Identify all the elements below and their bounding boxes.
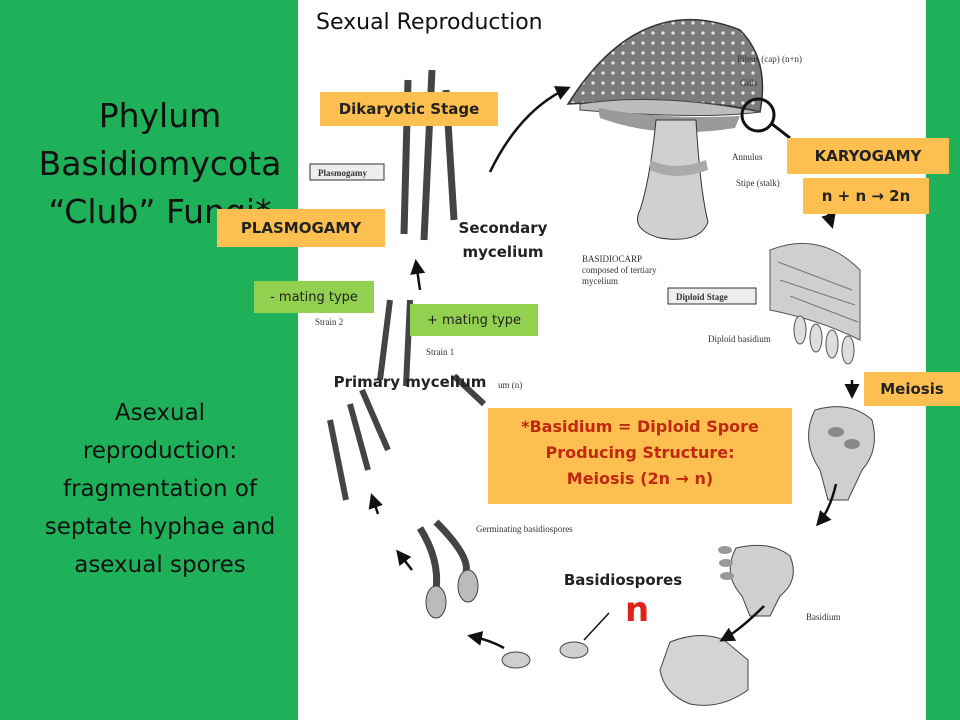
basidium-spores-icon: [718, 544, 794, 617]
spore-icon: [501, 651, 531, 669]
diploid-stage-text: Diploid Stage: [676, 292, 728, 302]
asexual-line: Asexual: [114, 400, 206, 426]
annulus-text: Annulus: [732, 152, 763, 162]
page-title: Phylum Basidiomycota “Club” Fungi*: [0, 92, 320, 236]
diploid-basidium-text: Diploid basidium: [708, 334, 771, 344]
plasmogamy-box-text: Plasmogamy: [318, 168, 367, 178]
asexual-line: reproduction:: [82, 438, 238, 464]
dikaryotic-stage-label: Dikaryotic Stage: [320, 92, 498, 126]
um-n-text: um (n): [498, 380, 522, 390]
basidium-bottom-icon: [659, 635, 749, 706]
secondary-mycelium-line: Secondary: [458, 219, 548, 237]
secondary-mycelium-label: Secondary mycelium: [440, 214, 566, 266]
plasmogamy-label: PLASMOGAMY: [217, 209, 385, 247]
meiosis-label: Meiosis: [864, 372, 960, 406]
stipe-text: Stipe (stalk): [736, 178, 780, 188]
basidiocarp-text: mycelium: [582, 276, 618, 286]
cycle-arrows: [368, 86, 860, 650]
plus-mating-type-label: + mating type: [410, 304, 538, 336]
gill-section-icon: [769, 242, 861, 365]
strain2-text: Strain 2: [315, 317, 343, 327]
asexual-line: asexual spores: [74, 552, 246, 578]
karyogamy-equation-label: n + n → 2n: [803, 178, 929, 214]
plasmogamy-box: [309, 163, 385, 181]
primary-mycelium-label: Primary mycelium: [333, 373, 487, 391]
mushroom-icon: [566, 18, 791, 240]
minus-mating-type-label: - mating type: [254, 281, 374, 313]
title-line: Phylum: [98, 96, 222, 135]
spore-icon: [559, 641, 589, 659]
basidium-text: Basidium: [806, 612, 841, 622]
basidiospores-label: Basidiospores: [563, 571, 683, 589]
asexual-line: fragmentation of: [62, 476, 258, 502]
primary-mycelium-icon: [327, 299, 487, 501]
sexual-reproduction-heading: Sexual Reproduction: [316, 10, 543, 35]
basidium-definition-line: Producing Structure:: [545, 443, 735, 462]
strain1-text: Strain 1: [426, 347, 454, 357]
basidium-definition-box: *Basidium = Diploid Spore Producing Stru…: [488, 408, 792, 504]
haploid-n-label: n: [625, 590, 650, 630]
basidium-definition-line: *Basidium = Diploid Spore: [521, 417, 759, 436]
pileus-text: Pileus (cap) (n+n): [737, 54, 802, 64]
germinating-text: Germinating basidiospores: [476, 524, 573, 534]
basidiocarp-text: BASIDIOCARP: [582, 254, 642, 264]
spore-pointer-line: [583, 612, 610, 641]
basidium-definition-line: Meiosis (2n → n): [566, 469, 714, 488]
diploid-stage-box: [667, 287, 757, 305]
asexual-line: septate hyphae and: [44, 514, 276, 540]
asexual-reproduction-text: Asexual reproduction: fragmentation of s…: [20, 394, 300, 584]
gills-text: Gills: [740, 78, 758, 88]
basidium-meiosis-icon: [808, 406, 875, 501]
karyogamy-label: KARYOGAMY: [787, 138, 949, 174]
basidiocarp-text: composed of tertiary: [582, 265, 657, 275]
secondary-mycelium-line: mycelium: [462, 243, 544, 261]
title-line: Basidiomycota: [38, 144, 282, 183]
germinating-spores-icon: [417, 519, 479, 619]
